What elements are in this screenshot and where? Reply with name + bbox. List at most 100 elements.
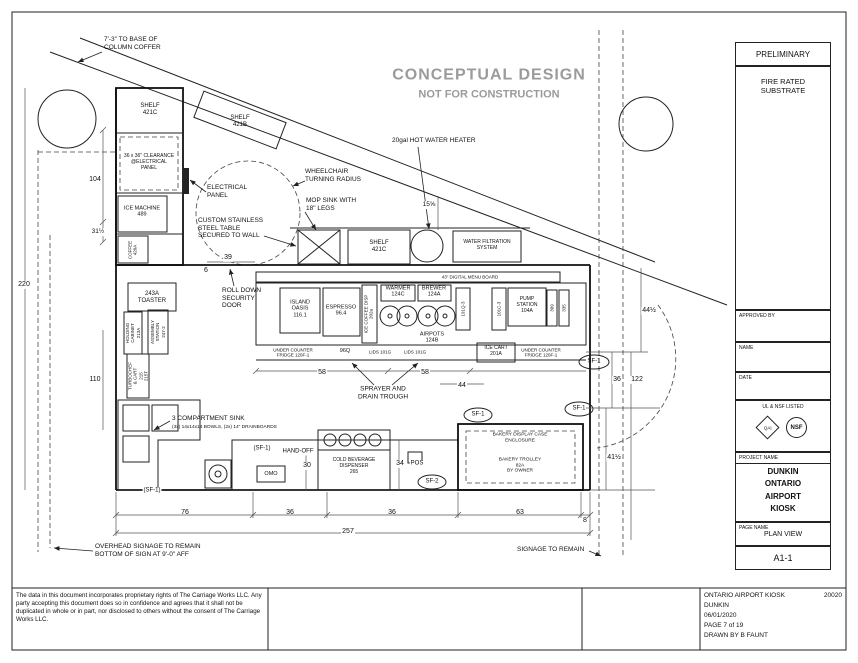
mop-sink-box <box>297 229 341 265</box>
bakery-case-box <box>457 423 584 491</box>
dim-76: 76 <box>181 508 189 516</box>
label-shelf-421c-2: SHELF 421C <box>369 239 389 253</box>
ul-nsf-label: UL & NSF LISTED <box>762 404 804 410</box>
building-lines <box>37 30 728 558</box>
dim-58-right: 58 <box>420 368 430 378</box>
label-96q: 96Q <box>339 347 351 354</box>
front-counter <box>117 399 584 491</box>
project-name-box: PROJECT NAME DUNKIN ONTARIO AIRPORT KIOS… <box>735 452 831 522</box>
label-toaster: 243A TOASTER <box>137 290 167 304</box>
title-block: PRELIMINARY FIRE RATED SUBSTRATE APPROVE… <box>735 42 831 570</box>
dim-58-left: 58 <box>317 368 327 378</box>
sheet-frame <box>11 11 847 651</box>
dim-6: 6 <box>203 266 209 276</box>
nsf-logo-text: NSF <box>790 424 803 431</box>
date-box: DATE <box>735 372 831 400</box>
note-roll-down: ROLL DOWN SECURITY DOOR <box>222 287 262 310</box>
label-pump-station: PUMP STATION 104A <box>516 296 538 314</box>
approved-by-box: APPROVED BY <box>735 310 831 342</box>
ice-coffee-box <box>361 284 378 344</box>
label-lids-1: LIDS 101G <box>368 349 392 355</box>
note-sink-title: 3 COMPARTMENT SINK <box>172 415 245 422</box>
page-name-label: PAGE NAME <box>739 525 769 531</box>
footer-page: PAGE 7 of 19 <box>704 622 744 630</box>
dim-257: 257 <box>341 527 355 537</box>
label-309: 309 <box>549 304 555 312</box>
label-handoff: HAND-OFF <box>281 448 315 456</box>
project-name-text: DUNKIN ONTARIO AIRPORT KIOSK <box>764 467 802 514</box>
dim-44: 44 <box>457 381 467 391</box>
note-wheelchair: WHEELCHAIR TURNING RADIUS <box>305 168 361 183</box>
label-bakery-trolley: BAKERY TROLLEY 82A BY OWNER <box>497 457 543 475</box>
electrical-panel-box <box>183 168 189 194</box>
label-airpots: AIRPOTS 124B <box>418 331 446 345</box>
approved-by-label: APPROVED BY <box>739 313 775 319</box>
dim-39: 39 <box>223 253 233 263</box>
note-signage-remain: SIGNAGE TO REMAIN <box>517 546 585 553</box>
label-island-oasis: ISLAND OASIS 116.1 <box>290 299 310 319</box>
dim-41-half: 41½ <box>606 453 622 463</box>
label-shelf-421c-top: SHELF 421C <box>140 102 160 116</box>
page-name-text: PLAN VIEW <box>763 531 803 538</box>
qai-logo-text: QAI <box>763 424 772 430</box>
three-comp-sink <box>117 399 201 491</box>
column-right <box>618 96 674 152</box>
espresso-box <box>322 287 361 337</box>
label-fridge-right: UNDER COUNTER FRIDGE 120F-1 <box>521 347 561 358</box>
watermark-title: CONCEPTUAL DESIGN <box>392 66 586 84</box>
label-holding-cabinet: HOLDING CABINET 213A <box>125 322 141 344</box>
dim-31-half: 31½ <box>90 228 106 236</box>
menu-board-box <box>255 271 561 283</box>
label-sf2: SF-2 <box>425 478 439 485</box>
shelf-421b-box <box>193 90 287 150</box>
assembly-station-box <box>147 309 169 355</box>
note-sink-sub: (3x) 14x14x14 BOWLS, (2x) 14" DRAINBOARD… <box>172 425 277 430</box>
preliminary-stamp: PRELIMINARY <box>735 42 831 66</box>
footer-brand: DUNKIN <box>704 602 729 610</box>
dim-36-a: 36 <box>286 508 294 516</box>
label-bakery-case: BAKERY DISPLAY CASE ENCLOSURE <box>491 432 549 444</box>
label-brewer: BREWER 124A <box>421 285 447 298</box>
nsf-logo-icon: NSF <box>786 417 807 438</box>
label-ice-machine: ICE MACHINE 489 <box>123 205 161 218</box>
preliminary-text: PRELIMINARY <box>755 49 811 59</box>
label-espresso: ESPRESSO 96.4 <box>325 304 357 317</box>
dim-122: 122 <box>630 375 644 385</box>
label-sf1-sink: (SF-1) <box>142 487 162 495</box>
brewer-box <box>417 284 452 302</box>
counter-equipment <box>123 282 610 490</box>
warmer-box <box>380 284 416 302</box>
label-coffee-420a: COFFEE 420A <box>127 240 138 260</box>
footer-drawn-by: DRAWN BY B FAUNT <box>704 632 768 640</box>
label-sf1-bakery: SF-1 <box>471 411 485 418</box>
label-sf1-handoff: (SF-1) <box>252 445 272 453</box>
dim-30: 30 <box>302 461 312 471</box>
label-assembly-station: ASSEMBLY STATION 247-2 <box>150 320 166 344</box>
dim-8: 8 <box>583 516 587 524</box>
label-sf1-right: SF-1 <box>572 405 586 412</box>
page-name-box: PAGE NAME PLAN VIEW <box>735 522 831 546</box>
label-menu-board: 43" DIGITAL MENU BOARD <box>440 274 500 280</box>
island-oasis-box <box>279 287 321 334</box>
footer-date: 06/01/2020 <box>704 612 737 620</box>
note-sprayer: SPRAYER AND DRAIN TROUGH <box>357 385 409 400</box>
column-left <box>37 89 97 149</box>
dim-63: 63 <box>516 508 524 516</box>
coffee-box <box>117 235 149 264</box>
dim-34: 34 <box>395 459 405 469</box>
label-ice-cart: ICE CART 201A <box>484 345 508 357</box>
label-warmer: WARMER 124C <box>385 285 411 298</box>
ice-cart-box <box>476 342 516 363</box>
leader-arrows <box>53 51 602 557</box>
toaster-box <box>127 282 177 312</box>
watermark-sub: NOT FOR CONSTRUCTION <box>418 88 560 101</box>
dim-36-right: 36 <box>612 375 622 385</box>
note-custom-table: CUSTOM STAINLESS STEEL TABLE SECURED TO … <box>198 217 264 240</box>
label-ice-coffee: ICE COFFEE DISP 202a <box>363 294 374 334</box>
kiosk-walls <box>115 87 591 491</box>
label-335: 335 <box>561 304 567 312</box>
name-label: NAME <box>739 345 754 351</box>
label-lids-2: LIDS 101G <box>403 349 427 355</box>
project-name-label: PROJECT NAME <box>736 453 830 464</box>
